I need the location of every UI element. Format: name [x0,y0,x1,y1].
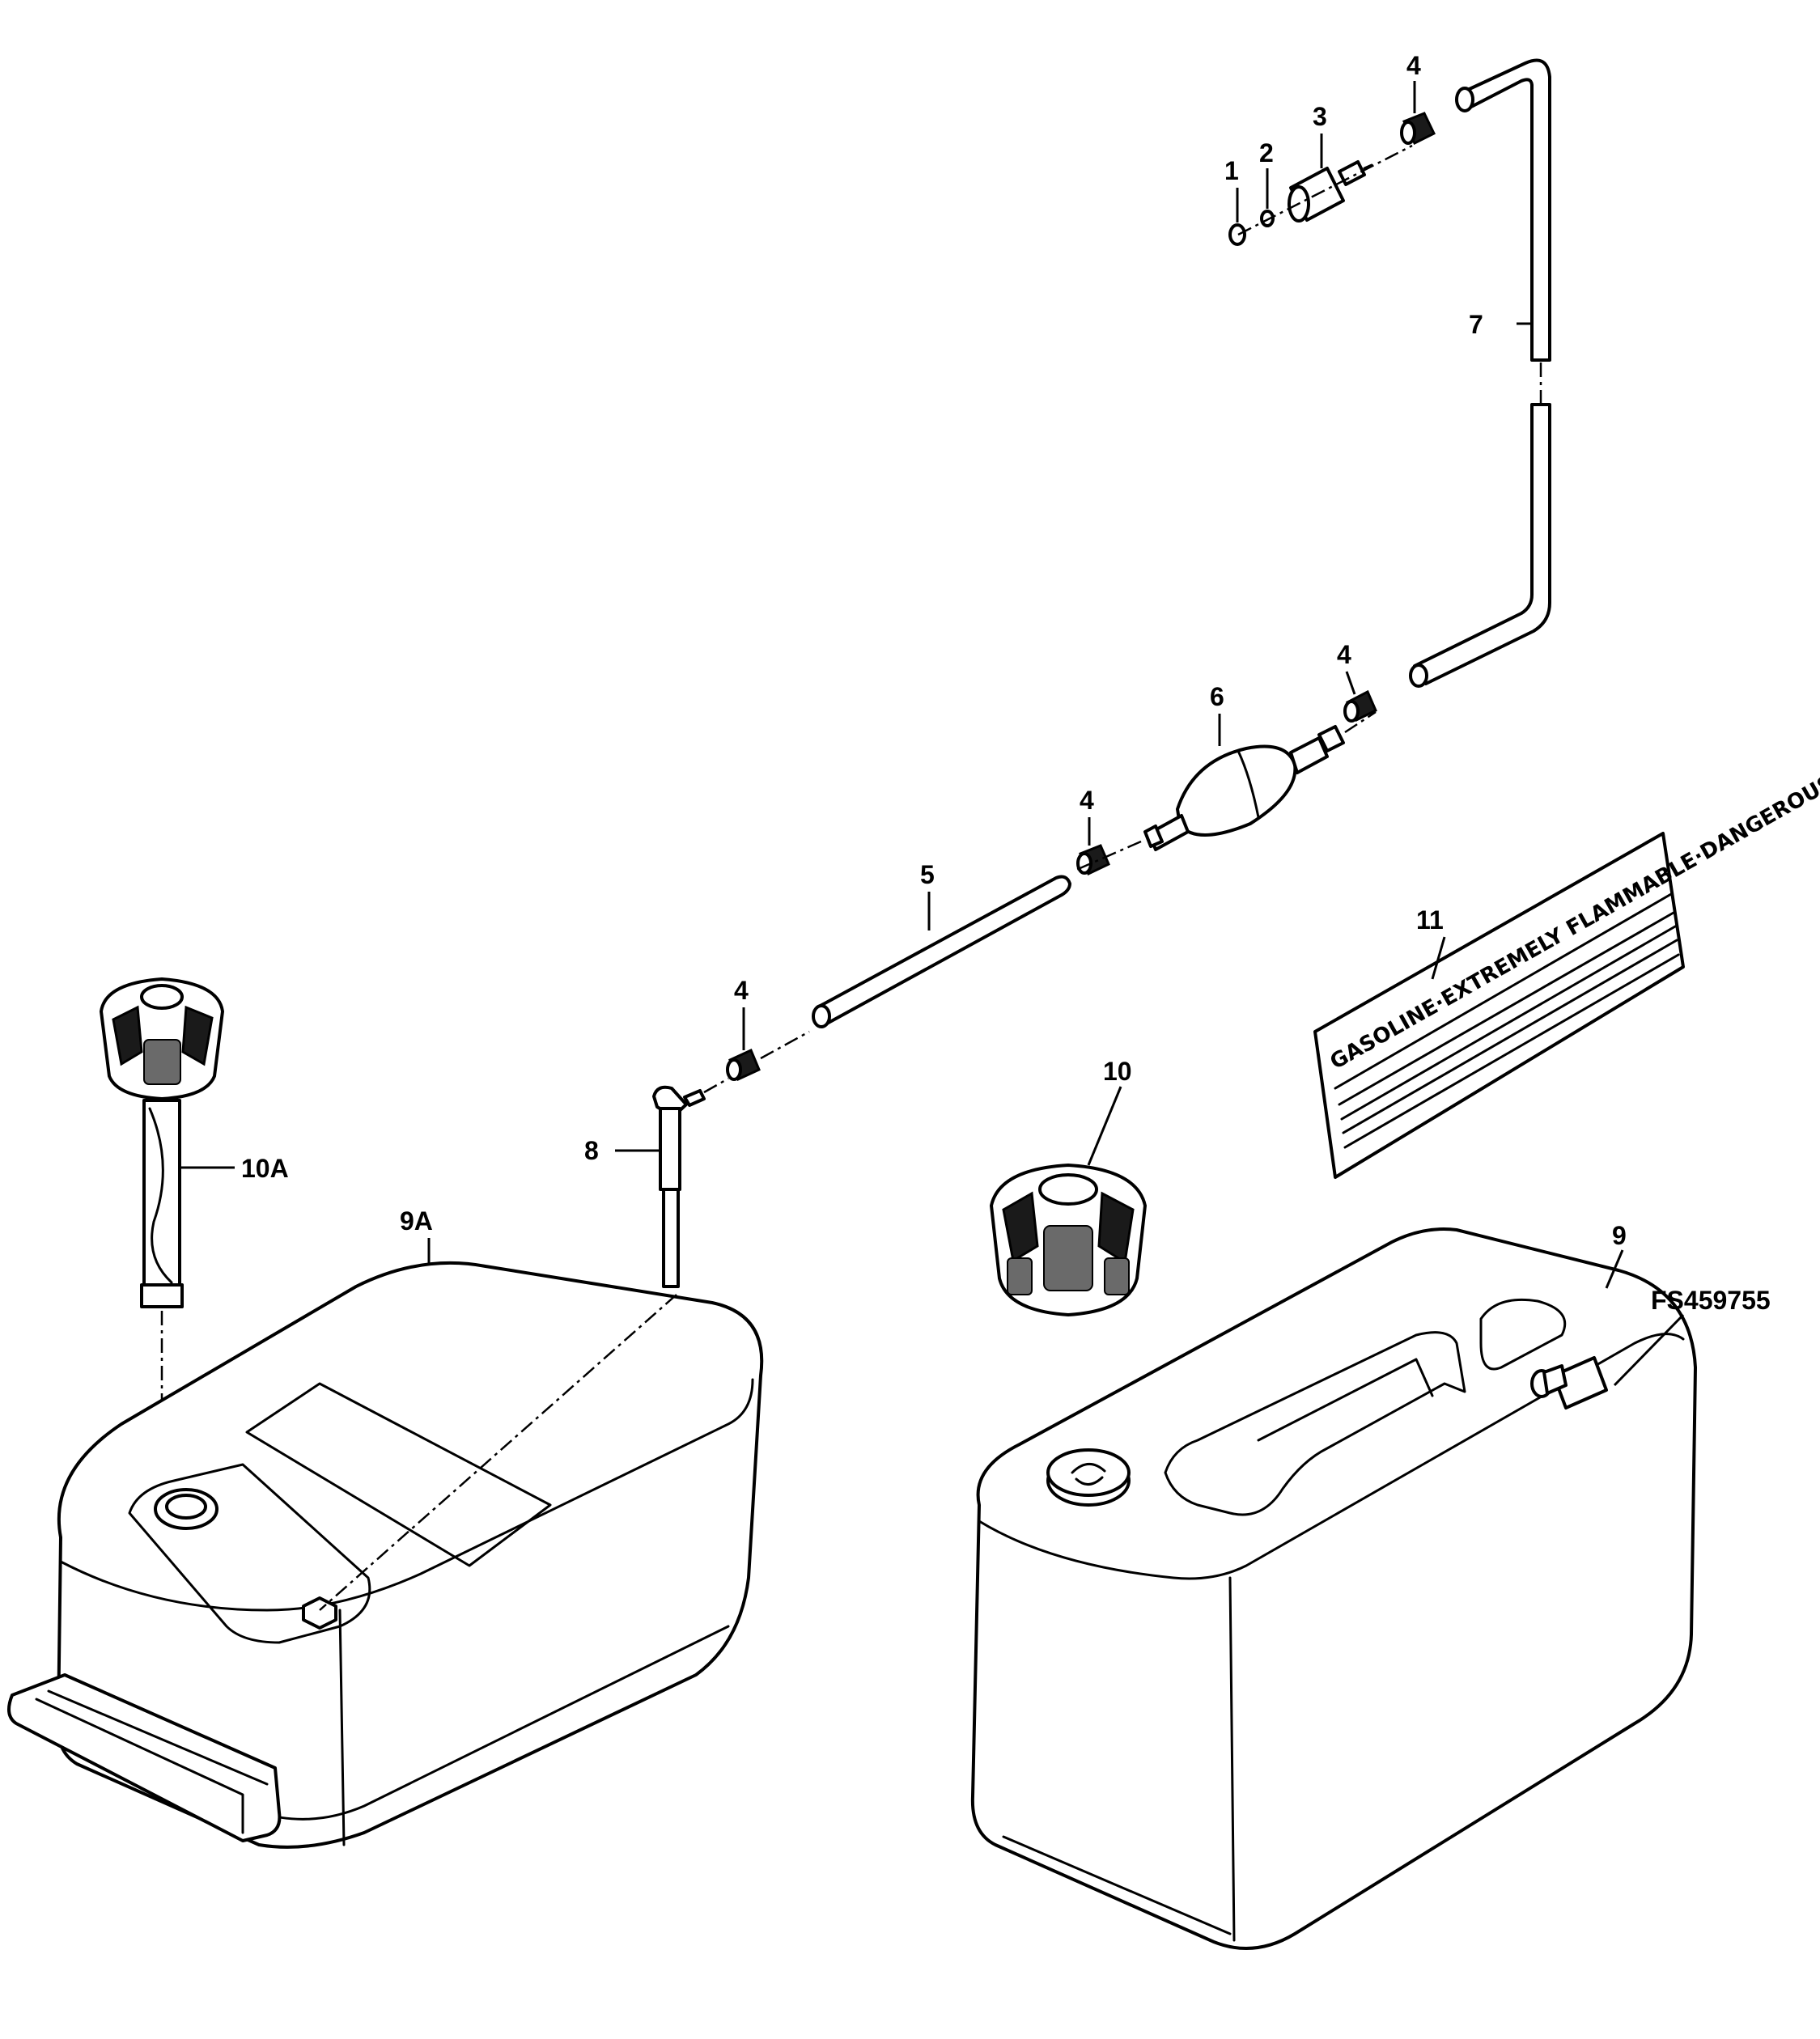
part-10a-gauge-cap [100,977,224,1308]
leader-lines [181,81,1685,1387]
part-4-clamp-top [1400,112,1436,146]
callout-4-middle: 4 [1080,786,1094,815]
callout-10a: 10A [241,1154,289,1183]
part-10-fill-cap [990,1164,1147,1316]
callout-3: 3 [1313,102,1327,131]
part-9-fuel-tank [970,1227,1697,1950]
part-6-primer-bulb [1143,725,1345,851]
part-4-clamp-middle [1076,844,1110,876]
part-7-fuel-hose [1409,58,1551,688]
callout-9: 9 [1612,1221,1627,1250]
callout-labels: 1 2 3 4 7 4 6 4 5 11 4 10 8 10A 9A 9 FS4… [241,51,1771,1315]
callout-9a: 9A [400,1206,433,1236]
part-1-o-ring [1228,223,1246,246]
callout-4-top: 4 [1406,51,1421,80]
callout-7: 7 [1469,310,1483,339]
part-4-clamp-right [1343,689,1377,723]
figure-code: FS459755 [1651,1286,1771,1315]
part-11-warning-decal: GASOLINE·EXTREMELY FLAMMABLE·DANGEROUS [1313,770,1820,1179]
part-9a-fuel-tank [7,1261,764,1849]
part-3-fuel-connector [1288,160,1373,223]
callout-6: 6 [1210,682,1224,711]
callout-2: 2 [1259,138,1274,167]
callout-10: 10 [1103,1057,1132,1086]
callout-4-left: 4 [734,976,749,1005]
callout-8: 8 [584,1136,599,1165]
part-5-fuel-hose [812,875,1071,1028]
callout-4-right: 4 [1337,640,1351,669]
part-4-clamp-left [726,1048,761,1082]
callout-1: 1 [1224,156,1239,185]
callout-5: 5 [920,860,935,889]
part-8-pickup-tube [652,1085,706,1288]
callout-11: 11 [1416,905,1444,935]
